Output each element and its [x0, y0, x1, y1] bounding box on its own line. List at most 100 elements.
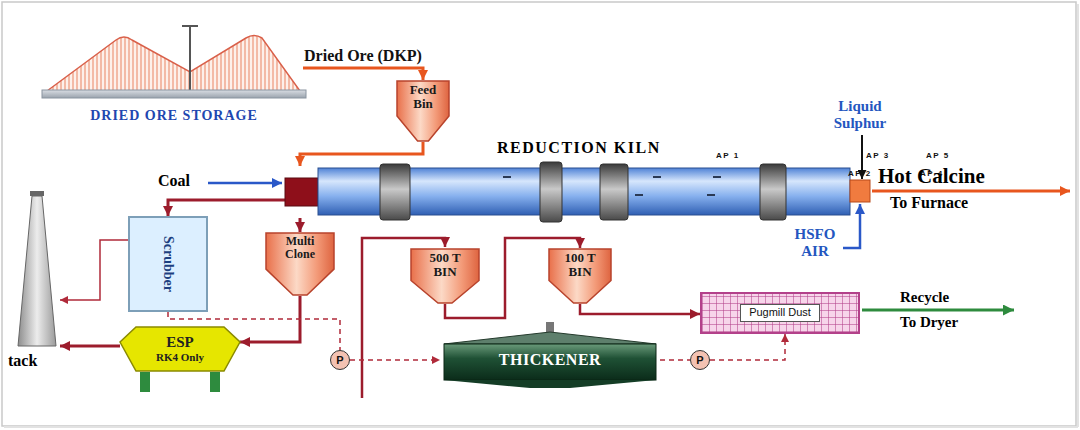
text-block: Multi Clone: [273, 232, 327, 260]
text-block: DRIED ORE STORAGE: [90, 108, 258, 126]
flow-connector: [303, 68, 423, 80]
thickener-lid: [444, 332, 656, 344]
node-text: P: [696, 355, 703, 366]
stacker-pole: [189, 26, 191, 90]
air-port: AP 2: [635, 194, 643, 196]
kiln-tyre: [600, 164, 628, 220]
air-port: AP 3: [653, 176, 661, 178]
kiln-discharge-end: [850, 180, 870, 202]
stack-cap: [30, 191, 44, 196]
multiclone: Multi Clone: [265, 232, 335, 296]
thickener-tank: THICKENER: [440, 322, 660, 390]
storage-bin: 500 T BIN: [410, 248, 480, 304]
frame-shadow: [1077, 4, 1079, 427]
output-label: To Dryer: [900, 315, 958, 330]
node-text: Feed Bin: [401, 83, 445, 110]
air-port: AP 4: [707, 194, 715, 196]
precipitator: ESPRK4 Only: [120, 326, 240, 372]
text-block: 500 T BIN: [419, 248, 471, 278]
text-block: THICKENER: [499, 322, 601, 368]
kiln-tyre: [760, 164, 786, 220]
text-block: AP 2: [848, 169, 872, 179]
text-block: AP 5: [926, 151, 950, 161]
flow-connector: [300, 142, 423, 166]
text-block: Scrubber: [161, 236, 175, 292]
flow-connector: [580, 304, 700, 314]
flow-connector: [168, 200, 285, 216]
text-block: P: [696, 355, 703, 366]
node-text: 500 T BIN: [419, 251, 471, 278]
input-label: Liquid Sulphur: [818, 98, 902, 131]
recycle-arrow: [862, 309, 1014, 312]
shape-outline: [654, 177, 662, 179]
hopper-outline: [266, 233, 334, 295]
input-label: HSFO AIR: [788, 226, 842, 259]
storage-floor: [42, 90, 306, 98]
shape-outline: [285, 166, 872, 218]
output-label: Hot Calcine: [878, 166, 985, 187]
kiln-tyre: [380, 164, 410, 220]
stack-body: [18, 196, 56, 346]
shape-outline: [708, 195, 716, 197]
text-block: tack: [8, 352, 37, 370]
text-block: REDUCTION KILN: [497, 140, 661, 156]
node-text: tack: [8, 352, 37, 370]
flow-connector: [660, 359, 690, 361]
text-block: Feed Bin: [401, 80, 445, 110]
shape-outline: [636, 195, 644, 197]
precipitator-outline: [120, 327, 240, 371]
frame-shadow: [4, 426, 1078, 428]
input-label: Coal: [158, 172, 190, 190]
shape-outline: [8, 188, 60, 370]
stacker-pole: [182, 25, 198, 27]
storage-bin: 100 T BIN: [548, 248, 612, 304]
text-block: P: [336, 355, 343, 366]
node-text: AP 5: [926, 151, 950, 161]
rotary-kiln: REDUCTION KILNAP 1AP 3AP 5AP 2AP 4: [285, 166, 872, 218]
node-text: ESP: [156, 335, 204, 351]
shape-outline: [714, 177, 722, 179]
feed-bin: Feed Bin: [396, 80, 450, 142]
text-block: AP 1: [716, 151, 740, 161]
thickener-cone: [444, 380, 656, 388]
node-text: Scrubber: [161, 236, 175, 292]
kiln-feed-end: [285, 178, 318, 206]
flow-connector: [60, 345, 120, 348]
node-text: 100 T BIN: [554, 251, 606, 278]
node-text: THICKENER: [499, 352, 601, 368]
hopper-outline: [411, 249, 479, 303]
flow-label: Dried Ore (DKP): [302, 48, 424, 64]
ore-pile: [47, 36, 300, 92]
text-block: Pugmill Dust: [740, 304, 820, 321]
text-block: ESPRK4 Only: [156, 335, 204, 363]
node-text: DRIED ORE STORAGE: [90, 108, 258, 123]
flow-connector: [350, 359, 440, 361]
node-text: P: [336, 355, 343, 366]
node-text: AP 2: [848, 169, 872, 179]
node-text: REDUCTION KILN: [497, 140, 661, 156]
calcine-out-arrow: [872, 190, 1070, 193]
pump-circle: P: [690, 350, 710, 370]
output-label: Recycle: [900, 290, 949, 305]
chimney-stack: tack: [8, 188, 60, 370]
air-port: AP 1: [503, 176, 511, 178]
output-label: To Furnace: [890, 195, 968, 211]
thickener-body: [444, 344, 656, 380]
flow-connector: [710, 334, 785, 360]
coal-feed-arrow: [208, 182, 282, 185]
text-block: AP 3: [866, 151, 890, 161]
node-text: AP 1: [716, 151, 740, 161]
pugmill-box: Pugmill Dust: [700, 292, 860, 334]
shape-outline: [504, 177, 512, 179]
node-text: Pugmill Dust: [740, 304, 820, 321]
esp-hopper-leg: [210, 372, 220, 392]
text-block: 100 T BIN: [554, 248, 606, 278]
hopper-outline: [549, 249, 611, 303]
air-port: AP 5: [713, 176, 721, 178]
esp-hopper-leg: [140, 372, 150, 392]
storage-pile: DRIED ORE STORAGE: [45, 28, 303, 126]
